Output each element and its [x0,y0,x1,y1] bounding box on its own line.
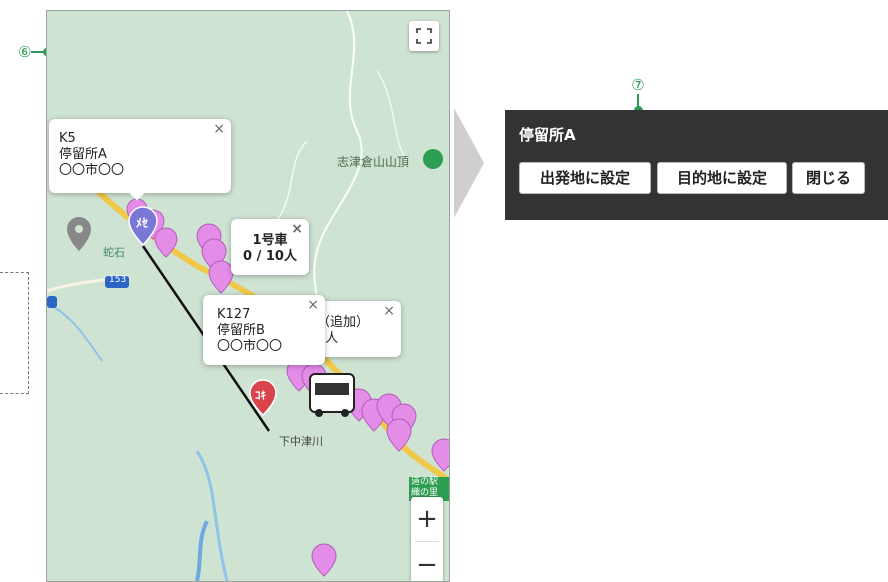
zoom-out-button[interactable]: − [416,550,438,580]
zoom-in-button[interactable]: + [416,504,438,534]
label-shimo-nakatsugawa: 下中津川 [279,435,323,448]
arrow-right-icon [454,108,484,218]
annotation-6-label: ⑥ [18,43,32,61]
popup-stop-a[interactable]: K5 停留所A 〇〇市〇〇 × [49,119,231,201]
popup-vehicle[interactable]: 1号車 0 / 10人 × [231,219,309,275]
added-label: （追加） [317,315,370,330]
popup-stop-b-name: 停留所B [217,323,265,338]
zoom-controls: + − [411,497,443,581]
svg-text:ﾒｾ: ﾒｾ [136,216,148,230]
popup-stop-b[interactable]: K127 停留所B 〇〇市〇〇 × [203,295,325,365]
map-view[interactable]: ﾒｾ ｺｷ 志津倉山山頂 蛇石 下中津川 153 道の駅 織の里 K5 停留所A… [46,10,450,582]
route-shield-label: 153 [109,275,127,285]
popup-stop-a-address: 〇〇市〇〇 [59,163,125,178]
close-icon[interactable]: × [307,297,319,313]
station-label-2: 織の里 [411,488,439,498]
added-count: 3人 [317,331,339,346]
dashed-guide [0,272,29,394]
popup-stop-b-code: K127 [217,307,251,322]
close-icon[interactable]: × [291,221,303,237]
label-hebiishi: 蛇石 [103,246,125,259]
fullscreen-button[interactable] [409,21,439,51]
popup-stop-a-name: 停留所A [59,147,107,162]
set-destination-button[interactable]: 目的地に設定 [657,162,787,194]
label-peak: 志津倉山山頂 [337,155,410,169]
close-icon[interactable]: × [213,121,225,137]
fullscreen-icon [416,28,432,44]
svg-text:ｺｷ: ｺｷ [255,389,266,402]
annotation-7-label: ⑦ [631,76,645,94]
vehicle-name: 1号車 [252,233,288,248]
stop-action-panel: 停留所A 出発地に設定 目的地に設定 閉じる [505,110,888,220]
station-label-1: 道の駅 [411,477,439,487]
popup-stop-b-address: 〇〇市〇〇 [217,339,283,354]
map-base-layer: ﾒｾ ｺｷ [47,11,449,581]
vehicle-capacity: 0 / 10人 [243,249,297,264]
panel-title: 停留所A [519,126,576,144]
close-icon[interactable]: × [383,303,395,319]
set-origin-button[interactable]: 出発地に設定 [519,162,651,194]
close-button[interactable]: 閉じる [792,162,865,194]
popup-stop-a-code: K5 [59,131,76,146]
